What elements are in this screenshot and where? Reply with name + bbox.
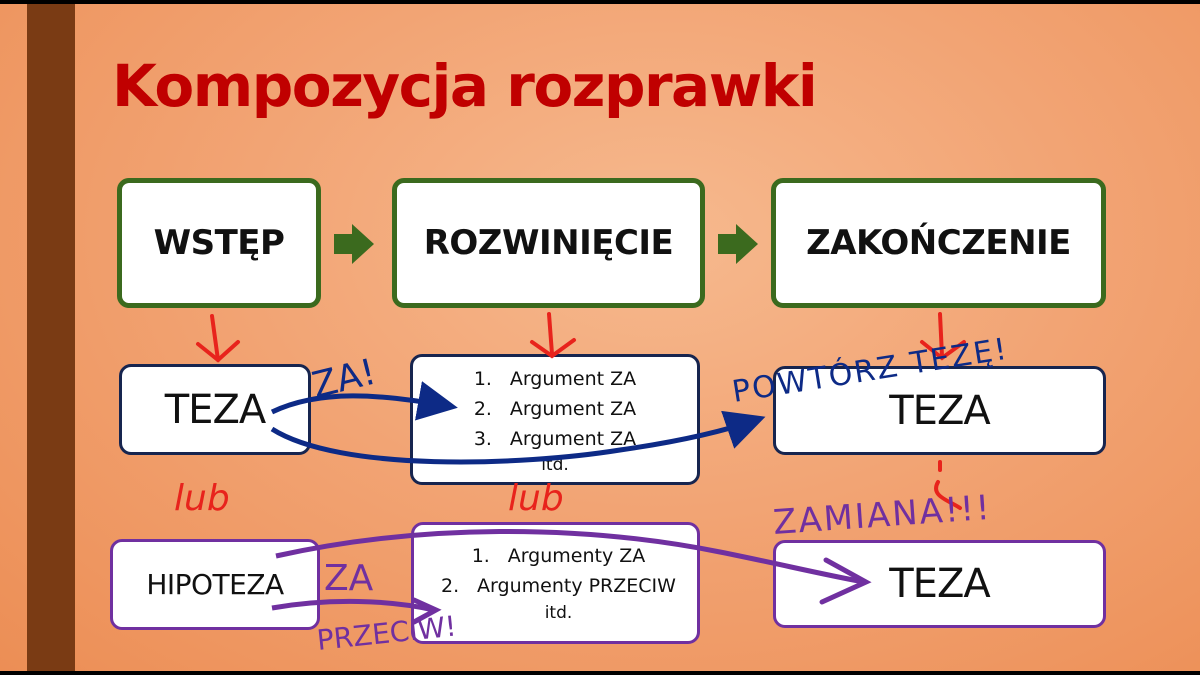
note-za-bottom: ZA bbox=[324, 558, 374, 599]
list-item: 1.Argumenty ZA bbox=[471, 545, 646, 567]
box-conclusion: ZAKOŃCZENIE bbox=[771, 178, 1106, 308]
box-body-label: ROZWINIĘCIE bbox=[423, 223, 674, 263]
box-thesis-repeat: TEZA bbox=[773, 366, 1106, 455]
box-thesis-final: TEZA bbox=[773, 540, 1106, 628]
list-item: 1.Argument ZA bbox=[473, 367, 637, 390]
list-tail: itd. bbox=[544, 603, 573, 623]
note-zamiana: ZAMIANA!!! bbox=[772, 488, 993, 543]
box-intro: WSTĘP bbox=[117, 178, 321, 308]
box-arguments-for: 1.Argument ZA 2.Argument ZA 3.Argument Z… bbox=[410, 354, 700, 485]
box-intro-label: WSTĘP bbox=[153, 223, 285, 263]
red-down-arrow-icon bbox=[196, 314, 240, 363]
arguments-list: 1.Argument ZA 2.Argument ZA 3.Argument Z… bbox=[474, 364, 636, 476]
arrow-right-icon bbox=[718, 224, 758, 264]
list-item: 3.Argument ZA bbox=[473, 427, 637, 450]
box-thesis: TEZA bbox=[119, 364, 311, 455]
sidebar-bar bbox=[27, 4, 75, 671]
box-arguments-mixed: 1.Argumenty ZA 2.Argumenty PRZECIW itd. bbox=[411, 522, 700, 644]
list-item: 2.Argumenty PRZECIW bbox=[441, 575, 676, 597]
slide: Kompozycja rozprawki WSTĘP ROZWINIĘCIE Z… bbox=[0, 4, 1200, 671]
note-lub-left: lub bbox=[174, 478, 230, 519]
box-body: ROZWINIĘCIE bbox=[392, 178, 705, 308]
arrow-right-icon bbox=[334, 224, 374, 264]
thesis-label: TEZA bbox=[164, 386, 266, 433]
thesis-repeat-label: TEZA bbox=[889, 387, 990, 434]
red-down-arrow-icon bbox=[530, 312, 576, 359]
box-conclusion-label: ZAKOŃCZENIE bbox=[806, 223, 1071, 263]
list-tail: itd. bbox=[541, 454, 569, 475]
list-item: 2.Argument ZA bbox=[473, 397, 637, 420]
red-squiggle-icon bbox=[934, 460, 962, 510]
hypothesis-label: HIPOTEZA bbox=[146, 568, 284, 601]
red-down-arrow-icon bbox=[920, 312, 966, 361]
slide-title: Kompozycja rozprawki bbox=[112, 52, 818, 120]
note-za-top: ZA! bbox=[308, 352, 380, 407]
arguments-list: 1.Argumenty ZA 2.Argumenty PRZECIW itd. bbox=[441, 541, 676, 625]
thesis-final-label: TEZA bbox=[889, 561, 990, 607]
box-hypothesis: HIPOTEZA bbox=[110, 539, 320, 630]
